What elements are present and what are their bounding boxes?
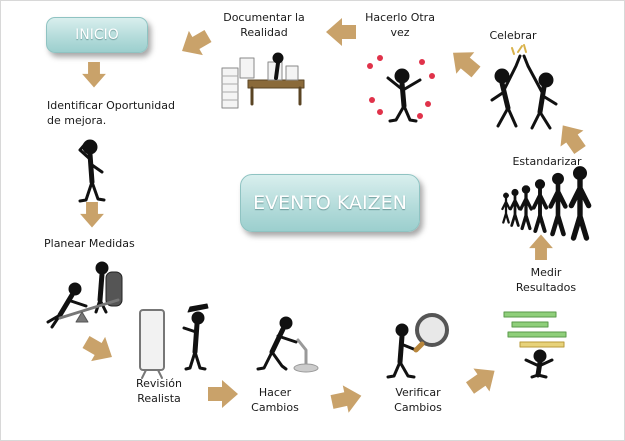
magnifier-figure-icon (386, 313, 449, 379)
arrow-hacer-verificar (329, 382, 365, 416)
inicio-box: INICIO (46, 17, 148, 53)
mirror-figure-icon (139, 303, 209, 379)
arrow-medir-estandarizar (529, 234, 553, 260)
arrow-estandarizar-celebrar (551, 117, 592, 159)
working-figure-icon (256, 316, 319, 373)
step-planear-label: Planear Medidas (44, 237, 135, 250)
evento-kaizen-box: EVENTO KAIZEN (240, 174, 420, 232)
thinking-figure-icon (78, 139, 106, 203)
arrow-hacerlo-documentar (326, 18, 356, 46)
celebrate-figures-icon (490, 44, 558, 130)
evento-kaizen-title: EVENTO KAIZEN (253, 192, 407, 214)
arrow-celebrar-hacerlo (444, 41, 485, 83)
lever-figures-icon (46, 261, 123, 329)
arrow-verificar-medir (461, 359, 503, 400)
arrow-identificar-planear (80, 202, 104, 228)
documents-desk-icon (221, 52, 305, 109)
step-estandarizar-label: Estandarizar (512, 155, 582, 168)
gantt-figure-icon (503, 311, 567, 379)
step-celebrar-label: Celebrar (489, 29, 537, 42)
repeat-figure-icon (386, 68, 422, 123)
arrow-planear-revision (79, 329, 119, 370)
arrow-documentar-inicio (175, 23, 215, 64)
inicio-label: INICIO (75, 27, 119, 43)
repeat-dots-icon (367, 55, 435, 119)
arrow-inicio-identificar (82, 62, 106, 88)
arrow-revision-hacer (208, 380, 238, 408)
standard-figures-icon (501, 166, 592, 241)
